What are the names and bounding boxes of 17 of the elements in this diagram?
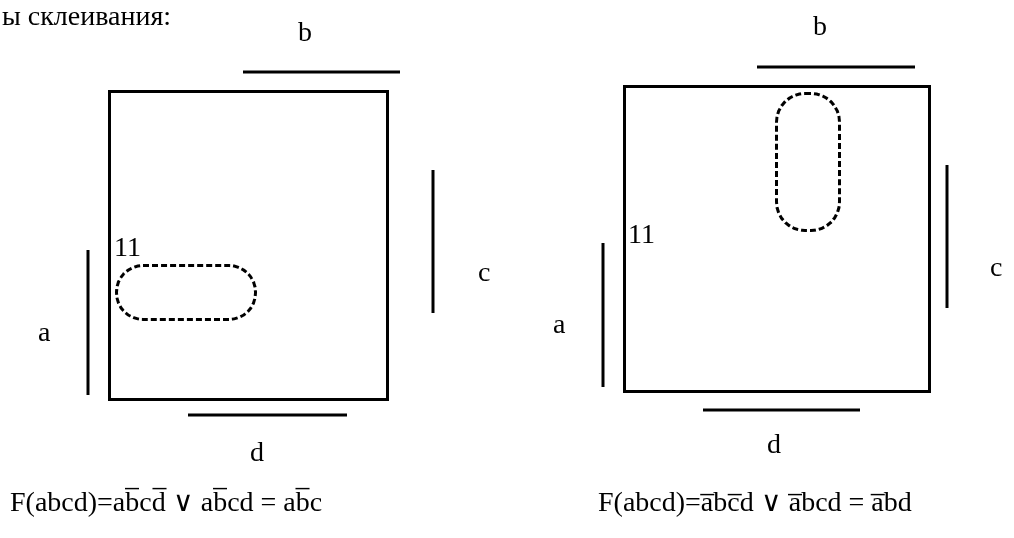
variable-label: d: [250, 438, 264, 466]
heading-text: ы склеивания:: [2, 2, 172, 30]
variable-label: c: [478, 258, 491, 286]
formula-text: F(abcd)=ab̅cd̅ ∨ ab̅cd = ab̅c: [10, 488, 323, 516]
karnaugh-map-square: [623, 85, 931, 393]
formula-text: F(abcd)=a̅bc̅d ∨ a̅bcd = a̅bd: [598, 488, 912, 516]
variable-label: a: [553, 310, 566, 338]
grouping-loop: [115, 264, 257, 321]
grouping-loop: [775, 92, 841, 232]
variable-label: a: [38, 318, 51, 346]
variable-label: b: [813, 12, 827, 40]
cell-value: 11: [114, 233, 141, 261]
variable-label: c: [990, 253, 1003, 281]
variable-label: b: [298, 18, 312, 46]
cell-value: 11: [628, 220, 655, 248]
karnaugh-map-square: [108, 90, 389, 401]
variable-label: d: [767, 430, 781, 458]
